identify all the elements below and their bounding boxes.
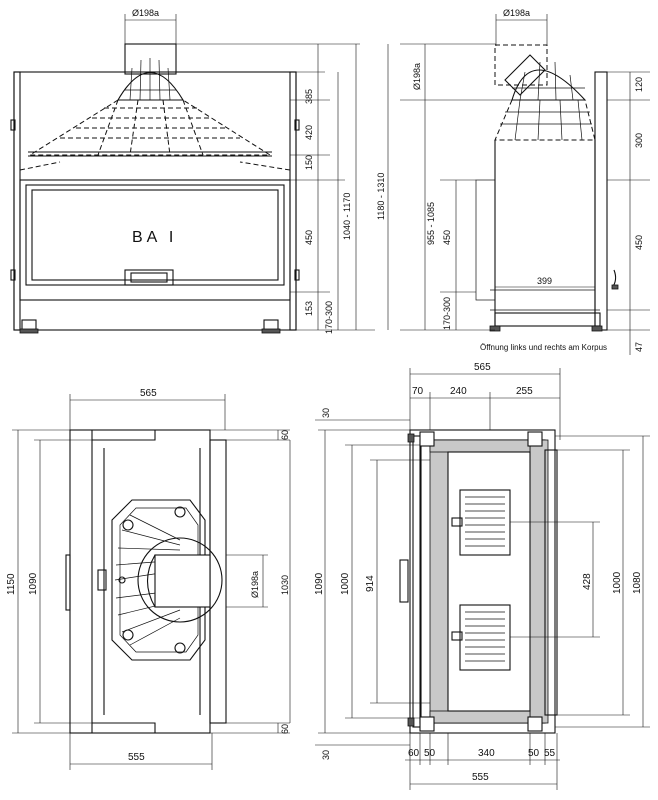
side-hood bbox=[494, 99, 596, 141]
section-dim-50a: 50 bbox=[424, 748, 436, 759]
front-dim-450: 450 bbox=[304, 230, 314, 245]
side-back-panel bbox=[594, 71, 608, 331]
side-dim-47: 47 bbox=[634, 342, 644, 352]
front-model-label: BA I bbox=[132, 229, 177, 246]
front-dim-150: 150 bbox=[304, 155, 314, 170]
section-view: 565 70 240 255 bbox=[314, 362, 650, 790]
side-pipe-diameter-side: Ø198a bbox=[412, 63, 422, 90]
section-dim-555: 555 bbox=[472, 772, 489, 783]
front-dim-153: 153 bbox=[304, 301, 314, 316]
section-dim-428: 428 bbox=[582, 573, 593, 590]
top-dim-60-top: 60 bbox=[280, 430, 290, 440]
side-pipe-diameter-top: Ø198a bbox=[503, 8, 530, 18]
section-dim-50b: 50 bbox=[528, 748, 540, 759]
section-dim-914: 914 bbox=[365, 575, 376, 592]
side-dim-399: 399 bbox=[537, 276, 552, 286]
front-body-outline bbox=[13, 71, 297, 331]
section-body-outline bbox=[409, 429, 556, 734]
section-dim-70: 70 bbox=[412, 386, 424, 397]
side-dim-955-1085: 955 - 1085 bbox=[426, 202, 436, 245]
section-dim-55: 55 bbox=[544, 748, 556, 759]
top-dim-1090: 1090 bbox=[28, 572, 39, 595]
section-dim-1000-left: 1000 bbox=[340, 572, 351, 595]
top-flue-pipe bbox=[154, 554, 211, 608]
top-dim-1030: 1030 bbox=[280, 575, 290, 595]
side-dim-170-300: 170-300 bbox=[442, 297, 452, 330]
front-hood bbox=[28, 99, 272, 156]
section-dim-1080: 1080 bbox=[632, 571, 643, 594]
front-dim-1180-1310: 1180 - 1310 bbox=[376, 173, 386, 220]
front-view: Ø198a BA I bbox=[10, 8, 389, 334]
side-dim-450: 450 bbox=[442, 230, 452, 245]
section-dim-240: 240 bbox=[450, 386, 467, 397]
section-grate-upper bbox=[451, 489, 511, 556]
top-view: 565 Ø198a 60 60 bbox=[6, 388, 291, 770]
section-dim-60: 60 bbox=[408, 748, 420, 759]
top-dim-1150: 1150 bbox=[6, 573, 17, 595]
section-dim-30-bottom: 30 bbox=[321, 750, 331, 760]
side-dim-300: 300 bbox=[634, 133, 644, 148]
front-door-handle bbox=[124, 269, 174, 286]
side-opening-note: Öffnung links und rechts am Korpus bbox=[480, 343, 607, 352]
top-collector bbox=[111, 499, 206, 661]
section-grate-lower bbox=[451, 604, 511, 671]
side-dim-450-right: 450 bbox=[634, 235, 644, 250]
top-dim-60-bottom: 60 bbox=[280, 724, 290, 734]
section-dim-30-top: 30 bbox=[321, 408, 331, 418]
front-dim-1040-1170: 1040 - 1170 bbox=[342, 193, 352, 240]
front-dim-385: 385 bbox=[304, 89, 314, 104]
front-pipe-diameter: Ø198a bbox=[132, 8, 159, 18]
section-dim-255: 255 bbox=[516, 386, 533, 397]
front-dim-170-300: 170-300 bbox=[324, 301, 334, 334]
top-dim-555: 555 bbox=[128, 752, 145, 763]
side-dim-120: 120 bbox=[634, 77, 644, 92]
side-flue-elbow bbox=[494, 44, 548, 86]
top-dim-565: 565 bbox=[140, 388, 157, 399]
section-dim-1090: 1090 bbox=[314, 572, 325, 595]
section-dim-565: 565 bbox=[474, 362, 491, 373]
side-view: Ø198a bbox=[400, 8, 650, 355]
top-pipe-diameter: Ø198a bbox=[250, 571, 260, 598]
side-dome bbox=[511, 69, 587, 101]
section-dim-1000-right: 1000 bbox=[612, 571, 623, 594]
front-flue-pipe bbox=[124, 43, 177, 75]
front-dome bbox=[117, 72, 184, 101]
section-dim-340: 340 bbox=[478, 748, 495, 759]
front-dim-420: 420 bbox=[304, 125, 314, 140]
